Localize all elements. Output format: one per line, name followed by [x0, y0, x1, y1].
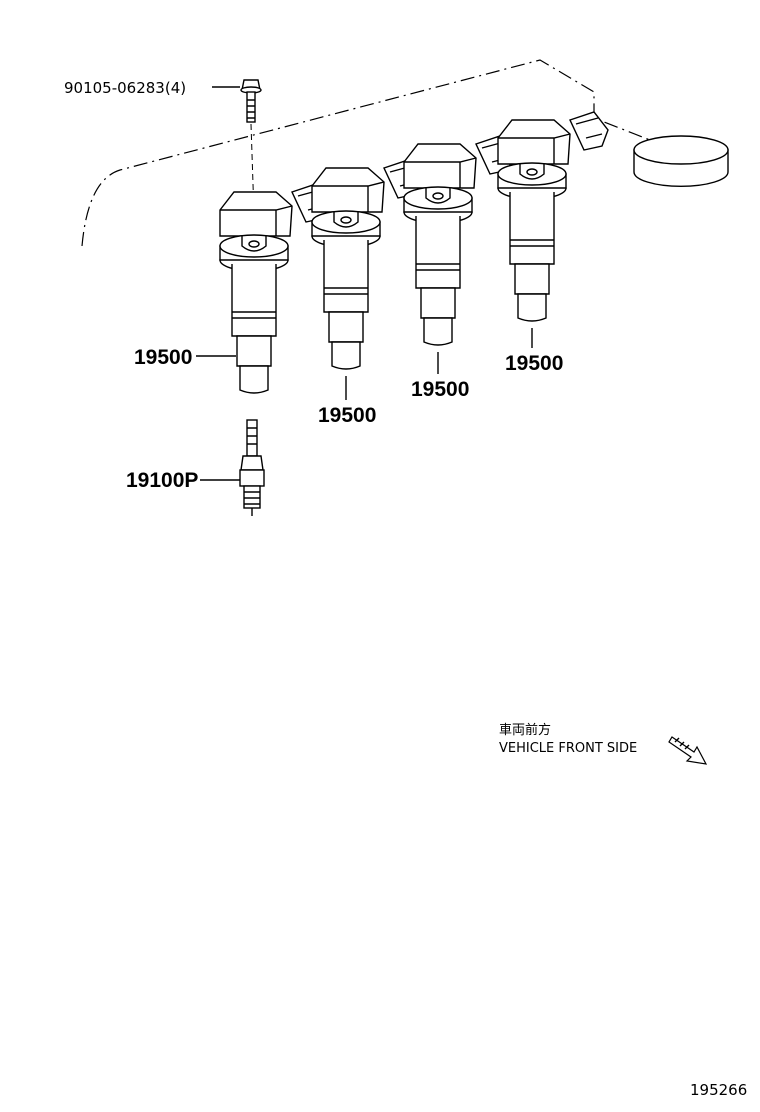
engine-outline [81, 59, 651, 247]
reference-disc [633, 135, 729, 188]
coil-2-part-label: 19500 [318, 404, 376, 427]
coil-1-part-label: 19500 [134, 346, 192, 369]
figure-number: 195266 [690, 1081, 747, 1099]
direction-arrow-icon [668, 736, 708, 765]
ignition-coil-3 [403, 135, 515, 346]
spark-plug-part-label: 19100P [126, 469, 198, 492]
ignition-coil-2 [311, 159, 423, 370]
ignition-coil-4 [497, 111, 609, 322]
direction-label-en: VEHICLE FRONT SIDE [499, 741, 637, 756]
ignition-coil-1 [219, 183, 331, 394]
bolt-part-label: 90105-06283(4) [64, 79, 186, 97]
direction-label-ja: 車両前方 [499, 722, 551, 738]
bolt [240, 79, 262, 123]
coil-3-part-label: 19500 [411, 378, 469, 401]
spark-plug [239, 419, 265, 516]
coil-4-part-label: 19500 [505, 352, 563, 375]
leader-lines [196, 86, 533, 481]
